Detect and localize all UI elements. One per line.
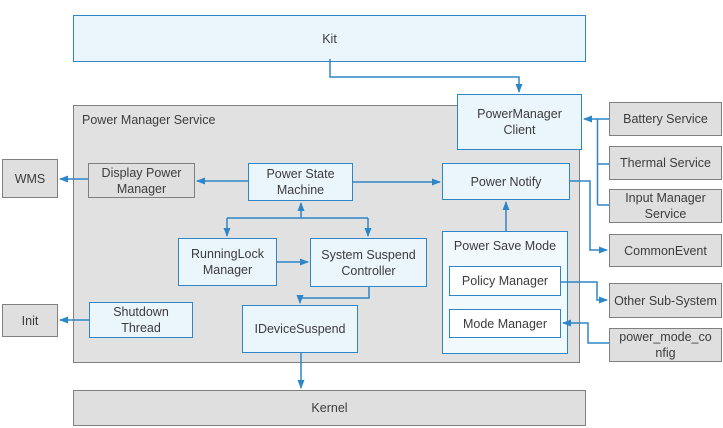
- node-input-manager-service: Input Manager Service: [609, 189, 722, 223]
- node-kit-label: Kit: [322, 31, 337, 46]
- node-idevice-suspend: IDeviceSuspend: [242, 305, 358, 353]
- node-common-event: CommonEvent: [609, 234, 722, 267]
- node-power-notify: Power Notify: [442, 163, 570, 200]
- node-runninglock-manager-label: RunningLock Manager: [191, 247, 264, 277]
- node-power-mode-config: power_mode_config: [609, 328, 722, 362]
- node-other-sub-system: Other Sub-System: [609, 283, 722, 318]
- power-manager-service-label: Power Manager Service: [82, 113, 216, 127]
- node-system-suspend-controller-label: System Suspend Controller: [321, 247, 416, 278]
- node-init: Init: [2, 304, 58, 337]
- node-init-label: Init: [21, 313, 39, 328]
- node-policy-manager: Policy Manager: [449, 266, 561, 296]
- node-kernel-label: Kernel: [311, 401, 348, 415]
- node-display-power-manager: Display Power Manager: [88, 163, 195, 198]
- node-battery-service-label: Battery Service: [623, 112, 708, 126]
- node-thermal-service-label: Thermal Service: [620, 156, 711, 170]
- node-thermal-service: Thermal Service: [609, 146, 722, 180]
- node-power-mode-config-label: power_mode_config: [619, 330, 712, 360]
- node-common-event-label: CommonEvent: [624, 243, 707, 258]
- node-idevice-suspend-label: IDeviceSuspend: [254, 322, 346, 336]
- node-shutdown-thread-label: Shutdown Thread: [113, 305, 169, 335]
- node-power-notify-label: Power Notify: [470, 174, 542, 189]
- power-save-mode-label: Power Save Mode: [453, 239, 557, 253]
- node-power-state-machine-label: Power State Machine: [266, 167, 335, 197]
- node-wms-label: WMS: [14, 171, 46, 186]
- node-powermanager-client-label: PowerManager Client: [477, 107, 562, 137]
- node-other-sub-system-label: Other Sub-System: [614, 293, 717, 308]
- node-display-power-manager-label: Display Power Manager: [101, 165, 182, 196]
- node-powermanager-client: PowerManager Client: [457, 94, 582, 150]
- node-wms: WMS: [2, 159, 58, 198]
- edge-kit-to-powermanager-client: [329, 59, 523, 93]
- node-kit: Kit: [73, 15, 586, 62]
- node-mode-manager-label: Mode Manager: [462, 316, 548, 331]
- node-mode-manager: Mode Manager: [449, 309, 561, 338]
- node-battery-service: Battery Service: [609, 102, 722, 136]
- node-power-state-machine: Power State Machine: [248, 163, 353, 201]
- node-kernel: Kernel: [73, 390, 586, 426]
- node-input-manager-service-label: Input Manager Service: [625, 191, 706, 221]
- node-shutdown-thread: Shutdown Thread: [89, 302, 193, 338]
- node-runninglock-manager: RunningLock Manager: [178, 238, 277, 286]
- node-system-suspend-controller: System Suspend Controller: [310, 238, 427, 287]
- node-policy-manager-label: Policy Manager: [461, 274, 549, 288]
